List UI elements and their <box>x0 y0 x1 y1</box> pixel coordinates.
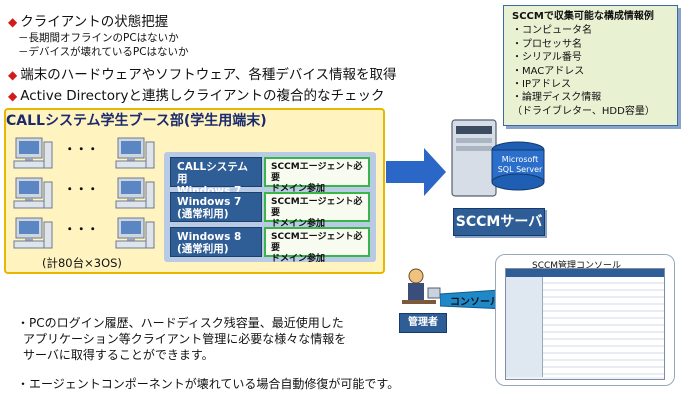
arrow-to-server <box>386 161 426 183</box>
collectable-info-box: SCCMで収集可能な構成情報例 ・コンピュータ名 ・プロセッサ名 ・シリアル番号… <box>503 5 678 126</box>
diamond-icon: ◆ <box>8 68 18 82</box>
note-line-1: ・PCのログイン履歴、ハードディスク残容量、最近使用した <box>17 316 344 330</box>
console-list <box>543 277 664 377</box>
db-label: Microsoft SQL Server <box>491 155 549 175</box>
bullet-1-text: クライアントの状態把握 <box>20 14 169 30</box>
server-icon <box>451 119 497 197</box>
diamond-icon: ◆ <box>8 89 18 103</box>
info-item: （ドライブレター、HDD容量） <box>512 105 655 117</box>
pc-icon <box>13 217 53 249</box>
sccm-server-label: SCCMサーバ <box>453 208 545 236</box>
bullet-1-sub-1: －長期間オフラインのPCはないか <box>18 32 179 44</box>
os-win7: Windows 7 (通常利用) <box>170 192 262 222</box>
info-item: ・コンピュータ名 <box>512 25 592 37</box>
console-tree <box>506 277 543 377</box>
arrow-head-icon <box>424 148 446 196</box>
admin-label: 管理者 <box>399 313 447 333</box>
pc-icon <box>115 177 155 209</box>
pc-count: (計80台×3OS) <box>42 256 122 270</box>
info-box-title: SCCMで収集可能な構成情報例 <box>512 11 654 22</box>
ellipsis: ・・・ <box>64 142 99 156</box>
panel-title: CALLシステム学生ブース部(学生用端末) <box>6 113 267 129</box>
note-line-3: サーバに取得することができます。 <box>23 348 214 362</box>
bullet-1: ◆クライアントの状態把握 <box>8 10 168 30</box>
bullet-2-text: 端末のハードウェアやソフトウェア、各種デバイス情報を取得 <box>20 67 397 83</box>
console-screenshot <box>505 268 665 380</box>
os-callsys-win7: CALLシステム用 Windows 7 <box>170 157 262 197</box>
console-title: SCCM管理コンソール <box>532 261 622 271</box>
bullet-3: ◆Active Directoryと連携しクライアントの複合的なチェック <box>8 84 384 104</box>
database-icon <box>491 141 545 191</box>
pc-icon <box>115 217 155 249</box>
agent-box-3: SCCMエージェント必要 ドメイン参加 <box>264 227 370 264</box>
pc-icon <box>115 137 155 169</box>
info-item: ・MACアドレス <box>512 65 585 77</box>
person-icon <box>402 268 441 304</box>
info-item: ・プロセッサ名 <box>512 38 582 50</box>
ellipsis: ・・・ <box>64 222 99 236</box>
ellipsis: ・・・ <box>64 182 99 196</box>
bullet-3-text: Active Directoryと連携しクライアントの複合的なチェック <box>20 88 385 104</box>
pc-icon <box>13 177 53 209</box>
server-illustration <box>451 119 545 197</box>
info-item: ・IPアドレス <box>512 79 571 91</box>
note-line-4: ・エージェントコンポーネントが壊れている場合自動修復が可能です。 <box>17 377 400 391</box>
pc-icon <box>13 137 53 169</box>
admin-illustration <box>402 268 441 304</box>
db-label-line1: Microsoft <box>501 155 539 164</box>
os-win8: Windows 8 (通常利用) <box>170 227 262 257</box>
diamond-icon: ◆ <box>8 15 18 29</box>
console-confirm-label: コンソール確認 <box>450 297 520 308</box>
info-item: ・論理ディスク情報 <box>512 92 602 104</box>
bullet-2: ◆端末のハードウェアやソフトウェア、各種デバイス情報を取得 <box>8 63 396 83</box>
db-label-line2: SQL Server <box>497 165 543 174</box>
note-line-2: アプリケーション等クライアント管理に必要な様々な情報を <box>23 332 347 346</box>
info-item: ・シリアル番号 <box>512 52 582 64</box>
agent-box-1: SCCMエージェント必要 ドメイン参加 <box>264 157 370 194</box>
bullet-1-sub-2: －デバイスが壊れているPCはないか <box>18 46 189 58</box>
console-titlebar <box>506 269 664 277</box>
agent-box-2: SCCMエージェント必要 ドメイン参加 <box>264 192 370 229</box>
